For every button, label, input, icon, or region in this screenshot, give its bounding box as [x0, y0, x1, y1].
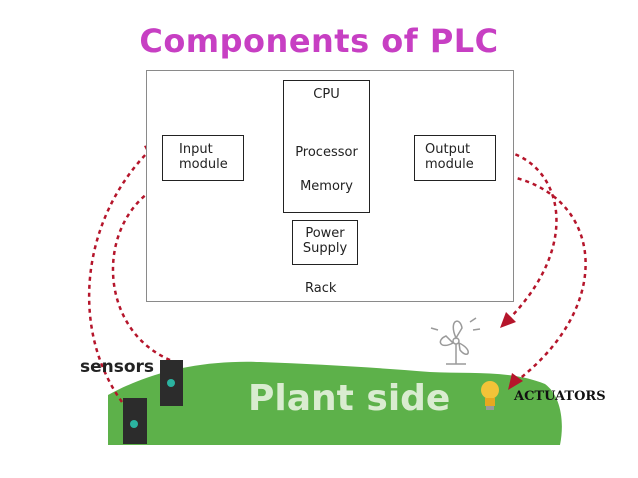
processor-label: Processor: [295, 145, 358, 160]
power-supply-line1: Power: [305, 226, 345, 241]
output-module-line2: module: [425, 157, 474, 172]
actuators-label: ACTUATORS: [514, 389, 606, 404]
sensors-label: sensors: [80, 357, 155, 377]
memory-label: Memory: [300, 179, 353, 194]
power-supply-line2: Supply: [302, 241, 348, 256]
actuator-arrowheads: [500, 312, 523, 390]
fan-icon: [430, 317, 481, 365]
actuator-signal-arrows: [499, 148, 587, 381]
page-title: Components of PLC: [139, 22, 499, 60]
input-module-line2: module: [179, 157, 228, 172]
output-module-line1: Output: [425, 142, 471, 157]
sensor-icon: [123, 360, 183, 444]
power-supply-box: Power Supply: [292, 220, 358, 265]
rack-label: Rack: [305, 281, 337, 296]
plant-side-hill: [108, 361, 562, 445]
light-bulb-icon: [481, 381, 499, 410]
plant-side-label: Plant side: [248, 378, 451, 419]
cpu-title: CPU: [313, 87, 340, 102]
output-module-box: Output module: [414, 135, 496, 181]
input-module-box: Input module: [162, 135, 244, 181]
cpu-box: CPU Processor Memory: [283, 80, 370, 213]
input-module-line1: Input: [179, 142, 213, 157]
sensor-signal-arrows: [87, 149, 171, 403]
